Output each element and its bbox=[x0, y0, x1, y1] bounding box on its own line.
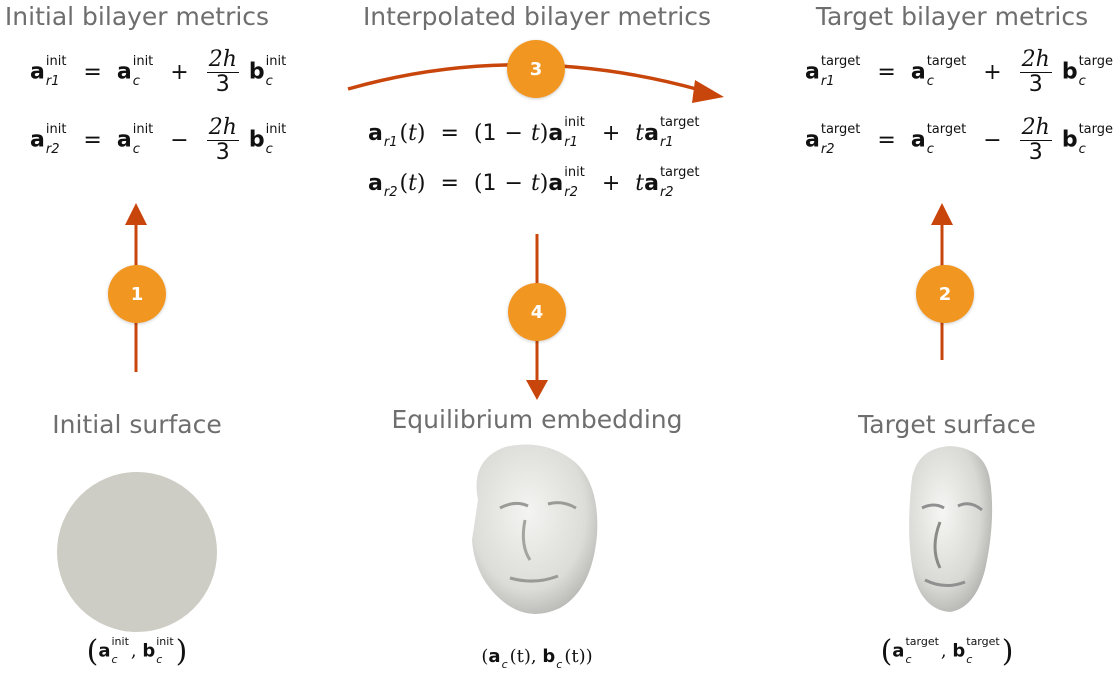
equilibrium-embedding-title: Equilibrium embedding bbox=[391, 405, 683, 434]
arrow-head-1 bbox=[125, 203, 147, 225]
arrow-head-2 bbox=[931, 203, 953, 225]
target-face-image bbox=[909, 446, 993, 612]
target-surface-title: Target surface bbox=[858, 410, 1036, 439]
target-metrics-title: Target bilayer metrics bbox=[815, 2, 1089, 31]
step-badge-3: 3 bbox=[507, 40, 565, 98]
equilibrium-face-image bbox=[472, 444, 598, 614]
arrow-head-4 bbox=[526, 380, 548, 400]
initial-metrics-title: Initial bilayer metrics bbox=[4, 2, 270, 31]
arrow-head-3 bbox=[692, 80, 724, 103]
initial-surface-disk bbox=[57, 472, 217, 632]
step-badge-1: 1 bbox=[108, 265, 166, 323]
step-badge-4: 4 bbox=[508, 283, 566, 341]
interpolated-metrics-title: Interpolated bilayer metrics bbox=[362, 2, 712, 31]
initial-surface-title: Initial surface bbox=[52, 410, 222, 439]
step-badge-2: 2 bbox=[916, 265, 974, 323]
equilibrium-caption: (a c(t), b c(t)) bbox=[481, 646, 593, 671]
